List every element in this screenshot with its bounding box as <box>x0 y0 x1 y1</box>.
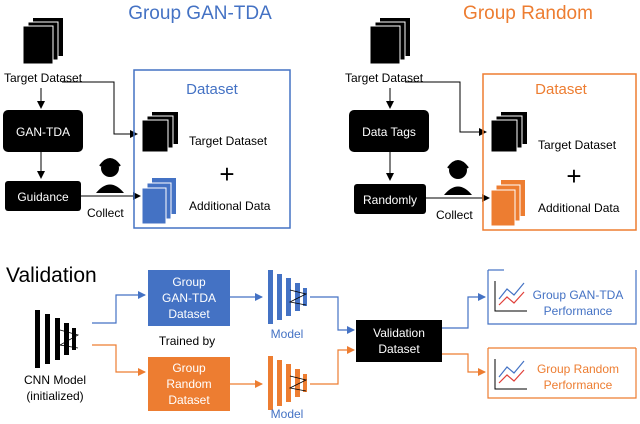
random-collect-label: Collect <box>436 208 473 222</box>
gan-dataset-line-1: Group <box>172 275 206 289</box>
perf-gan-line-2: Performance <box>544 304 613 318</box>
guidance-box <box>5 181 81 211</box>
random-dataset-line-3: Dataset <box>168 393 210 407</box>
validation-heading: Validation <box>6 264 97 287</box>
neural-network-icon <box>268 356 308 410</box>
perf-gan-bracket <box>487 270 637 325</box>
neural-network-icon <box>35 310 80 368</box>
random-dataset-line-1: Group <box>172 361 206 375</box>
gan-dataset-line-2: GAN-TDA <box>162 291 216 305</box>
stacked-pages-icon <box>490 112 527 153</box>
perf-random-line-1: Group Random <box>537 362 619 376</box>
randomly-box-label: Randomly <box>363 193 417 207</box>
gan-target-label: Target Dataset <box>4 71 83 85</box>
perf-random-line-2: Performance <box>544 378 613 392</box>
cnn-label-2: (initialized) <box>26 389 83 403</box>
model-label-random: Model <box>271 407 304 421</box>
validation-box-line-1: Validation <box>373 326 425 340</box>
gan-dataset-target: Target Dataset <box>189 134 268 148</box>
gan-tda-box <box>3 110 83 152</box>
line-chart-icon <box>494 359 527 390</box>
random-panel-title: Group Random <box>463 3 593 24</box>
random-dataset-box-bottom <box>148 357 230 411</box>
stacked-pages-icon <box>141 112 178 153</box>
stacked-pages-icon <box>141 178 176 225</box>
randomly-box <box>354 184 426 214</box>
validation-dataset-box <box>356 320 442 362</box>
data-tags-box-label: Data Tags <box>362 125 416 139</box>
random-target-label: Target Dataset <box>345 71 424 85</box>
random-dataset-line-2: Random <box>166 377 211 391</box>
gan-tda-dataset-box <box>148 270 230 326</box>
stacked-pages-icon <box>22 18 63 65</box>
gan-plus: + <box>219 159 234 189</box>
gan-dataset-title: Dataset <box>186 81 239 98</box>
gan-tda-box-label: GAN-TDA <box>16 125 70 139</box>
perf-random-bracket <box>487 348 637 399</box>
gan-collect-label: Collect <box>87 206 124 220</box>
gan-dataset-line-3: Dataset <box>168 307 210 321</box>
random-dataset-target: Target Dataset <box>538 138 617 152</box>
stacked-pages-icon <box>369 18 410 65</box>
cnn-label-1: CNN Model <box>24 373 86 387</box>
person-with-headset-icon <box>444 160 472 195</box>
data-tags-box <box>349 110 429 152</box>
trained-by-label: Trained by <box>159 334 215 348</box>
model-label-gan: Model <box>271 327 304 341</box>
stacked-pages-icon <box>490 180 525 227</box>
random-dataset-title: Dataset <box>535 81 588 98</box>
random-dataset-box <box>482 73 637 231</box>
gan-dataset-box <box>133 69 291 229</box>
neural-network-icon <box>268 270 308 324</box>
gan-additional: Additional Data <box>189 199 271 213</box>
guidance-box-label: Guidance <box>17 190 69 204</box>
line-chart-icon <box>494 281 527 312</box>
validation-box-line-2: Dataset <box>378 342 420 356</box>
person-with-headset-icon <box>96 158 124 193</box>
perf-gan-line-1: Group GAN-TDA <box>533 288 624 302</box>
gan-panel-title: Group GAN-TDA <box>128 3 272 24</box>
random-additional: Additional Data <box>538 201 620 215</box>
random-plus: + <box>566 161 581 191</box>
